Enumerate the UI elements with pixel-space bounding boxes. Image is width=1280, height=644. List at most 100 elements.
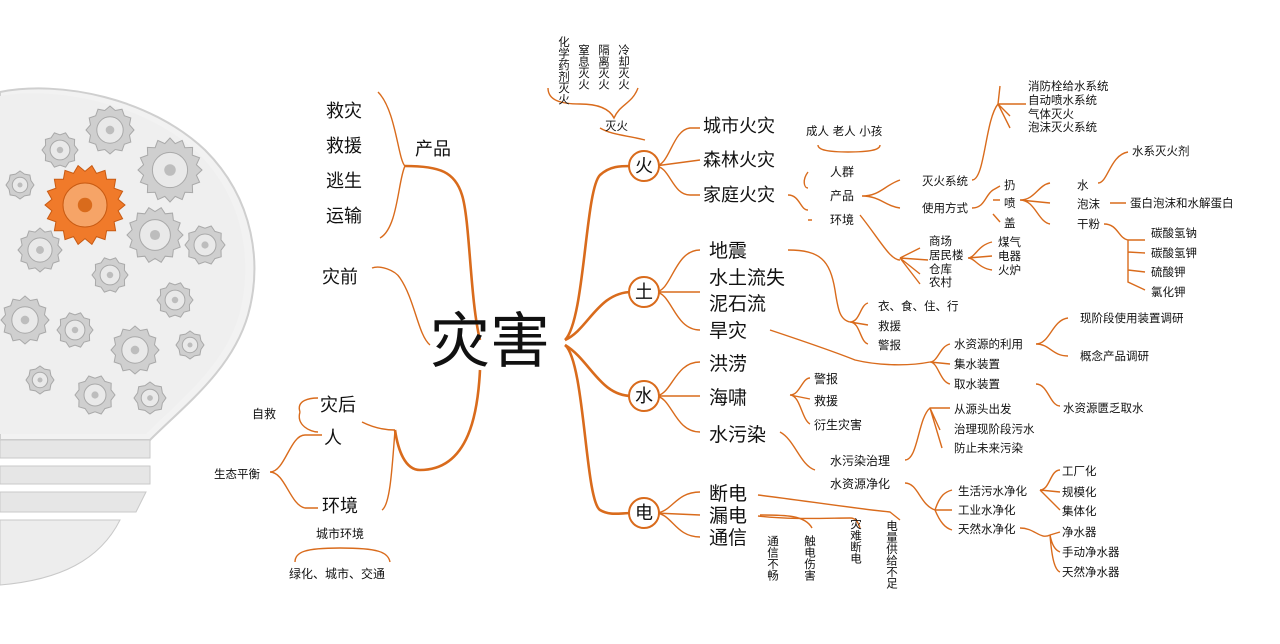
gear-icon	[5, 170, 35, 200]
effect-electric-shock: 触电伤害	[803, 534, 817, 582]
fire-root-circle	[628, 150, 660, 182]
water-branch: 洪涝 海啸 水污染 警报 救援 衍生灾害 水资源的利用 集水装置 取水装置 现阶…	[709, 311, 1184, 579]
electric-type: 断电	[709, 483, 747, 505]
earth-branch: 地震 水土流失 泥石流 旱灾 衣、食、住、行 救援 警报	[709, 240, 959, 352]
light-bulb-with-gears-icon	[0, 87, 256, 586]
fire-root: 火	[635, 156, 653, 177]
system-item: 消防栓给水系统	[1028, 79, 1109, 93]
action-throw: 扔	[1004, 178, 1016, 192]
source-item: 火炉	[998, 263, 1021, 277]
electric-root-circle	[628, 497, 660, 529]
method-cooling: 冷却灭火	[617, 44, 631, 90]
left-branch-lines	[269, 91, 482, 563]
crowd-groups: 成人 老人 小孩	[806, 124, 883, 138]
environment-label: 环境	[322, 496, 358, 517]
product-item: 救灾	[326, 101, 362, 122]
system-item: 气体灭火	[1028, 107, 1074, 121]
before-disaster-label: 灾前	[322, 267, 358, 288]
gear-icon	[17, 227, 63, 273]
factor-product: 产品	[830, 189, 854, 203]
scale-item: 集体化	[1062, 504, 1097, 518]
extinguish-system: 灭火系统	[922, 174, 968, 188]
need-item: 警报	[878, 338, 901, 352]
usage-method: 使用方式	[922, 201, 968, 215]
device-item: 天然净水器	[1062, 565, 1120, 579]
gear-icon	[25, 365, 55, 395]
purify-item: 天然水净化	[958, 522, 1016, 536]
gear-icon	[74, 375, 116, 415]
earth-type: 泥石流	[709, 293, 766, 315]
city-environment-label: 城市环境	[316, 526, 364, 541]
water-root-circle	[628, 380, 660, 412]
gear-icon	[175, 330, 205, 360]
source-item: 电器	[998, 249, 1021, 263]
water-type: 海啸	[709, 387, 747, 409]
electric-root: 电	[635, 503, 653, 524]
product-item: 运输	[326, 206, 362, 227]
water-response: 警报	[814, 371, 838, 386]
need-item: 衣、食、住、行	[878, 299, 959, 313]
gear-icon	[85, 105, 135, 155]
water-root: 水	[635, 386, 653, 407]
gear-icon	[91, 257, 129, 293]
place-item: 商场	[929, 234, 952, 248]
action-spray: 喷	[1004, 196, 1016, 210]
extinguish-label: 灭火	[605, 119, 628, 133]
water-response: 衍生灾害	[814, 417, 862, 432]
gear-icon	[44, 164, 126, 246]
product-item: 逃生	[326, 171, 362, 192]
water-type: 水污染	[709, 424, 766, 446]
fire-type: 城市火灾	[703, 116, 775, 137]
eco-balance-label: 生态平衡	[214, 467, 260, 481]
gear-icon	[133, 381, 167, 415]
powder-item: 硫酸钾	[1151, 265, 1186, 279]
action-cover: 盖	[1004, 216, 1016, 230]
person-label: 人	[324, 428, 342, 449]
device-item: 手动净水器	[1062, 545, 1120, 559]
gear-icon	[110, 325, 160, 375]
method-isolation: 隔离灭火	[597, 44, 611, 90]
treatment-item: 治理现阶段污水	[954, 422, 1035, 436]
place-item: 农村	[929, 275, 952, 289]
water-type: 洪涝	[709, 353, 747, 375]
place-item: 居民楼	[929, 248, 964, 262]
center-title: 灾害	[430, 307, 550, 377]
self-rescue-label: 自救	[252, 406, 276, 421]
method-smother: 窒息灭火	[577, 43, 591, 90]
agent-powder: 干粉	[1077, 217, 1100, 231]
gear-icon	[126, 207, 184, 263]
agent-foam: 泡沫	[1077, 197, 1100, 211]
system-item: 泡沫灭火系统	[1028, 120, 1097, 134]
purify-item: 生活污水净化	[958, 484, 1027, 498]
agent-water: 水	[1077, 178, 1089, 192]
gear-icon	[156, 282, 194, 318]
drought-item: 取水装置	[954, 377, 1000, 391]
electric-type: 通信	[709, 527, 747, 549]
fire-branch: 灭火 冷却灭火 隔离灭火 窒息灭火 化学药剂灭火 城市火灾 森林火灾 家庭火灾 …	[557, 35, 1234, 299]
earth-root-circle	[628, 276, 660, 308]
fire-type: 家庭火灾	[703, 185, 775, 206]
research-item: 现阶段使用装置调研	[1080, 311, 1184, 325]
treatment-item: 从源头出发	[954, 402, 1012, 416]
gear-icon	[184, 225, 226, 265]
effect-communication: 通信不畅	[766, 535, 780, 581]
system-item: 自动喷水系统	[1028, 93, 1097, 107]
source-item: 煤气	[998, 235, 1021, 249]
effect-blackout: 灾难断电	[849, 517, 863, 564]
drought-item: 集水装置	[954, 357, 1000, 371]
water-response: 救援	[814, 393, 838, 408]
purify-item: 工业水净化	[958, 503, 1016, 517]
gear-icon	[56, 312, 94, 348]
foam-agent: 蛋白泡沫和水解蛋白	[1130, 196, 1234, 210]
root-nodes: 火 土 水 电	[628, 150, 660, 529]
water-agent: 水系灭火剂	[1132, 144, 1190, 158]
powder-item: 氯化钾	[1151, 285, 1186, 299]
device-item: 净水器	[1062, 525, 1097, 539]
research-item: 概念产品调研	[1080, 349, 1149, 363]
factor-environment: 环境	[830, 212, 854, 227]
pollution-item: 水资源净化	[830, 477, 890, 491]
treatment-item: 防止未来污染	[954, 441, 1023, 455]
product-label: 产品	[415, 139, 451, 160]
gear-icon	[137, 137, 203, 203]
